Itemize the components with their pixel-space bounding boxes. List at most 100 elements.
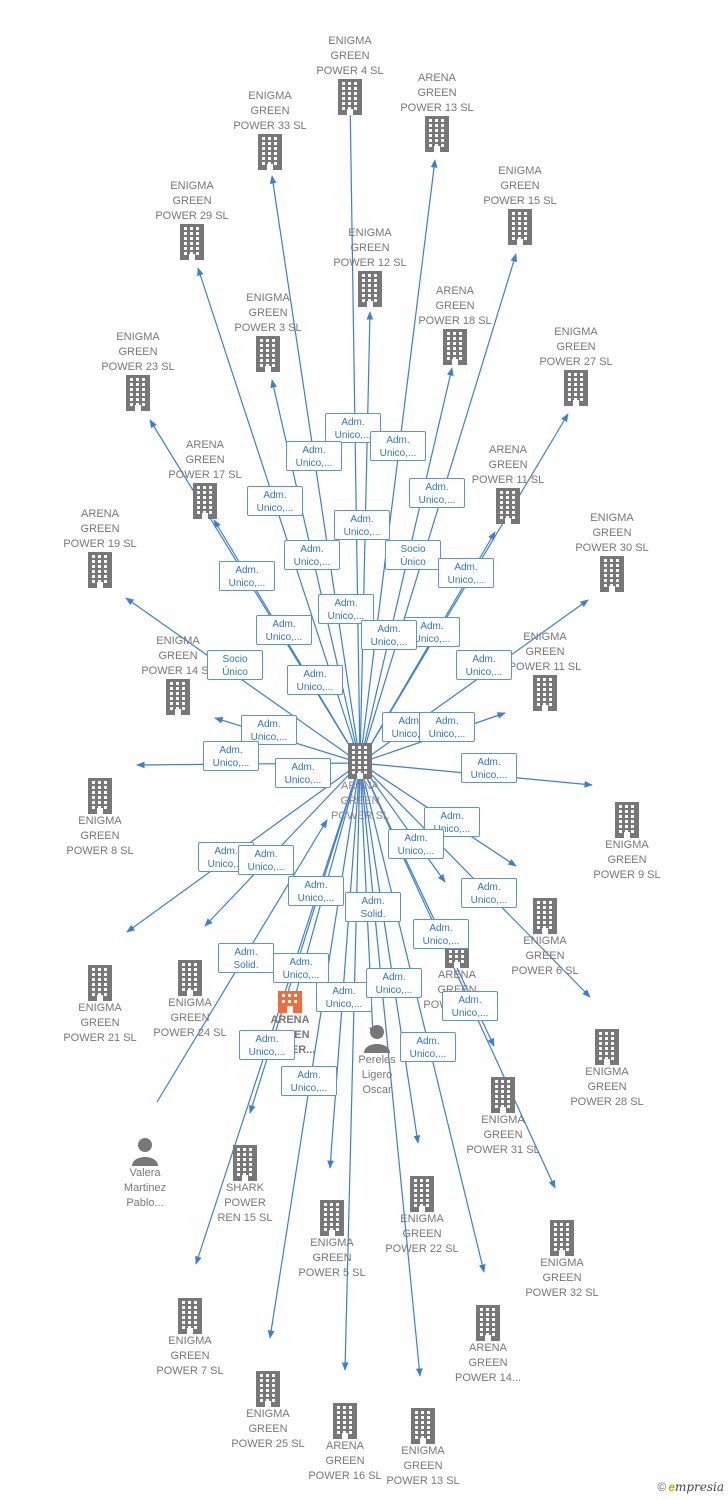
node-label: ENIGMA GREEN POWER 9 SL — [593, 839, 661, 881]
building-icon — [278, 991, 302, 1013]
node-label: ENIGMA GREEN POWER 22 SL — [385, 1213, 459, 1255]
company-node-ag18[interactable]: ARENA GREEN POWER 18 SL — [400, 284, 510, 365]
company-node-eg15[interactable]: ENIGMA GREEN POWER 15 SL — [465, 164, 575, 245]
company-node-eg33[interactable]: ENIGMA GREEN POWER 33 SL — [215, 89, 325, 170]
relation-badge[interactable]: Adm. Unico,... — [247, 486, 303, 516]
company-node-eg32[interactable]: ENIGMA GREEN POWER 32 SL — [507, 1220, 617, 1301]
person-node-valera[interactable]: Valera Martinez Pablo... — [90, 1136, 200, 1211]
relation-badge[interactable]: Socio Único — [385, 540, 441, 570]
relation-badge[interactable]: Adm. Unico,... — [325, 413, 381, 443]
relation-badge[interactable]: Adm. Unico,... — [413, 919, 469, 949]
building-icon — [564, 370, 588, 406]
company-node-ag13a[interactable]: ARENA GREEN POWER 13 SL — [382, 71, 492, 152]
building-icon — [193, 483, 217, 519]
person-icon — [132, 1138, 158, 1166]
company-node-ag11[interactable]: ARENA GREEN POWER 11 SL — [453, 443, 563, 524]
building-icon — [258, 134, 282, 170]
building-icon — [233, 1145, 257, 1181]
company-node-eg28[interactable]: ENIGMA GREEN POWER 28 SL — [552, 1029, 662, 1110]
relation-badge[interactable]: Adm. Unico,... — [361, 620, 417, 650]
relation-badge[interactable]: Adm. Unico,... — [287, 665, 343, 695]
building-icon — [178, 960, 202, 996]
relation-badge[interactable]: Adm. Unico,... — [281, 1066, 337, 1096]
company-node-ag16[interactable]: ARENA GREEN POWER 16 SL — [290, 1403, 400, 1484]
center-company-node[interactable]: ARENA GREEN POWER SL — [305, 743, 415, 824]
company-node-eg23[interactable]: ENIGMA GREEN POWER 23 SL — [83, 330, 193, 411]
relation-badge[interactable]: Adm. Unico,... — [284, 540, 340, 570]
relation-badge[interactable]: Adm. Unico,... — [241, 715, 297, 745]
relation-badge[interactable]: Adm. Unico,... — [370, 431, 426, 461]
company-node-eg29[interactable]: ENIGMA GREEN POWER 29 SL — [137, 179, 247, 260]
company-node-eg22[interactable]: ENIGMA GREEN POWER 22 SL — [367, 1176, 477, 1257]
company-node-ag14[interactable]: ARENA GREEN POWER 14... — [433, 1305, 543, 1386]
relation-badge[interactable]: Adm. Unico,... — [256, 615, 312, 645]
relation-badge[interactable]: Adm. Unico,... — [388, 829, 444, 859]
relation-badge[interactable]: Adm. Unico,... — [409, 478, 465, 508]
person-node-pereles[interactable]: Pereles Ligero Oscar — [322, 1023, 432, 1098]
relation-badge[interactable]: Socio Único — [207, 650, 263, 680]
relation-badge[interactable]: Adm. Unico,... — [275, 758, 331, 788]
relation-badge[interactable]: Adm. Unico,... — [334, 510, 390, 540]
node-label: ENIGMA GREEN POWER 4 SL — [316, 35, 384, 77]
relation-badge[interactable]: Adm. Unico,... — [419, 712, 475, 742]
relation-badge[interactable]: Adm. Unico,... — [461, 878, 517, 908]
relation-badge[interactable]: Adm. Unico,... — [438, 558, 494, 588]
company-node-eg25[interactable]: ENIGMA GREEN POWER 25 SL — [213, 1371, 323, 1452]
building-icon — [178, 1298, 202, 1334]
relation-badge[interactable]: Adm. Unico,... — [316, 982, 372, 1012]
node-label: ENIGMA GREEN POWER 23 SL — [101, 331, 175, 373]
company-node-eg27[interactable]: ENIGMA GREEN POWER 27 SL — [521, 325, 631, 406]
company-node-eg14[interactable]: ENIGMA GREEN POWER 14 SL — [123, 634, 233, 715]
node-label: ARENA GREEN POWER 19 SL — [63, 508, 137, 550]
company-node-ag19[interactable]: ARENA GREEN POWER 19 SL — [45, 507, 155, 588]
company-node-eg12[interactable]: ENIGMA GREEN POWER 12 SL — [315, 226, 425, 307]
company-node-eg7[interactable]: ENIGMA GREEN POWER 7 SL — [135, 1298, 245, 1379]
relation-badge[interactable]: Adm. Unico,... — [366, 968, 422, 998]
building-icon — [425, 116, 449, 152]
relation-badge[interactable]: Adm. Unico,... — [273, 953, 329, 983]
relation-badge[interactable]: Adm. Unico,... — [400, 1032, 456, 1062]
relation-badge[interactable]: Adm. Unico,... — [203, 741, 259, 771]
company-node-ag17[interactable]: ARENA GREEN POWER 17 SL — [150, 438, 260, 519]
edge-eg25 — [267, 762, 361, 1339]
edge-ag16 — [341, 762, 361, 1371]
company-node-eg8[interactable]: ENIGMA GREEN POWER 8 SL — [45, 778, 155, 859]
node-label: ENIGMA GREEN POWER 33 SL — [233, 90, 307, 132]
center-company-label: ARENA GREEN POWER SL — [330, 780, 390, 822]
company-node-shark[interactable]: SHARK POWER REN 15 SL — [190, 1145, 300, 1226]
company-node-eg6[interactable]: ENIGMA GREEN POWER 6 SL — [490, 898, 600, 979]
node-label: ENIGMA GREEN POWER 31 SL — [466, 1114, 540, 1156]
relation-badge[interactable]: Adm. Solid. — [345, 892, 401, 922]
brand-initial: e — [668, 1480, 675, 1494]
relation-badge[interactable]: Adm. Unico,... — [461, 753, 517, 783]
company-node-eg21[interactable]: ENIGMA GREEN POWER 21 SL — [45, 965, 155, 1046]
company-node-eg24[interactable]: ENIGMA GREEN POWER 24 SL — [135, 960, 245, 1041]
company-node-eg3[interactable]: ENIGMA GREEN POWER 3 SL — [213, 291, 323, 372]
edge-eg22 — [359, 762, 421, 1144]
edge-eg13 — [359, 762, 423, 1377]
company-node-eg5[interactable]: ENIGMA GREEN POWER 5 SL — [277, 1200, 387, 1281]
building-icon — [348, 743, 372, 779]
node-label: ENIGMA GREEN POWER 15 SL — [483, 165, 557, 207]
company-node-eg13[interactable]: ENIGMA GREEN POWER 13 SL — [368, 1408, 478, 1489]
relation-badge[interactable]: Adm. Unico,... — [219, 561, 275, 591]
node-label: ENIGMA GREEN POWER 28 SL — [570, 1066, 644, 1108]
footer-brand[interactable]: ©empresia — [657, 1480, 724, 1494]
relation-badge[interactable]: Adm. Unico,... — [442, 991, 498, 1021]
edge-eg15 — [359, 253, 517, 764]
company-node-eg31[interactable]: ENIGMA GREEN POWER 31 SL — [448, 1077, 558, 1158]
relation-badge[interactable]: Adm. Unico,... — [456, 650, 512, 680]
relation-badge[interactable]: Adm. Unico,... — [288, 876, 344, 906]
company-node-eg30[interactable]: ENIGMA GREEN POWER 30 SL — [557, 511, 667, 592]
company-node-eg11[interactable]: ENIGMA GREEN POWER 11 SL — [490, 630, 600, 711]
building-icon — [491, 1077, 515, 1113]
brand-name: mpresia — [674, 1480, 724, 1494]
company-node-eg4[interactable]: ENIGMA GREEN POWER 4 SL — [295, 34, 405, 115]
relation-badge[interactable]: Adm. Unico,... — [239, 1030, 295, 1060]
relation-badge[interactable]: Adm. Unico,... — [286, 441, 342, 471]
company-node-eg9[interactable]: ENIGMA GREEN POWER 9 SL — [572, 802, 682, 883]
node-label: ENIGMA GREEN POWER 13 SL — [386, 1445, 460, 1487]
relation-badge[interactable]: Adm. Unico,... — [238, 845, 294, 875]
relation-badge[interactable]: Adm. Unico,... — [318, 594, 374, 624]
relation-badge[interactable]: Adm. Solid. — [218, 943, 274, 973]
